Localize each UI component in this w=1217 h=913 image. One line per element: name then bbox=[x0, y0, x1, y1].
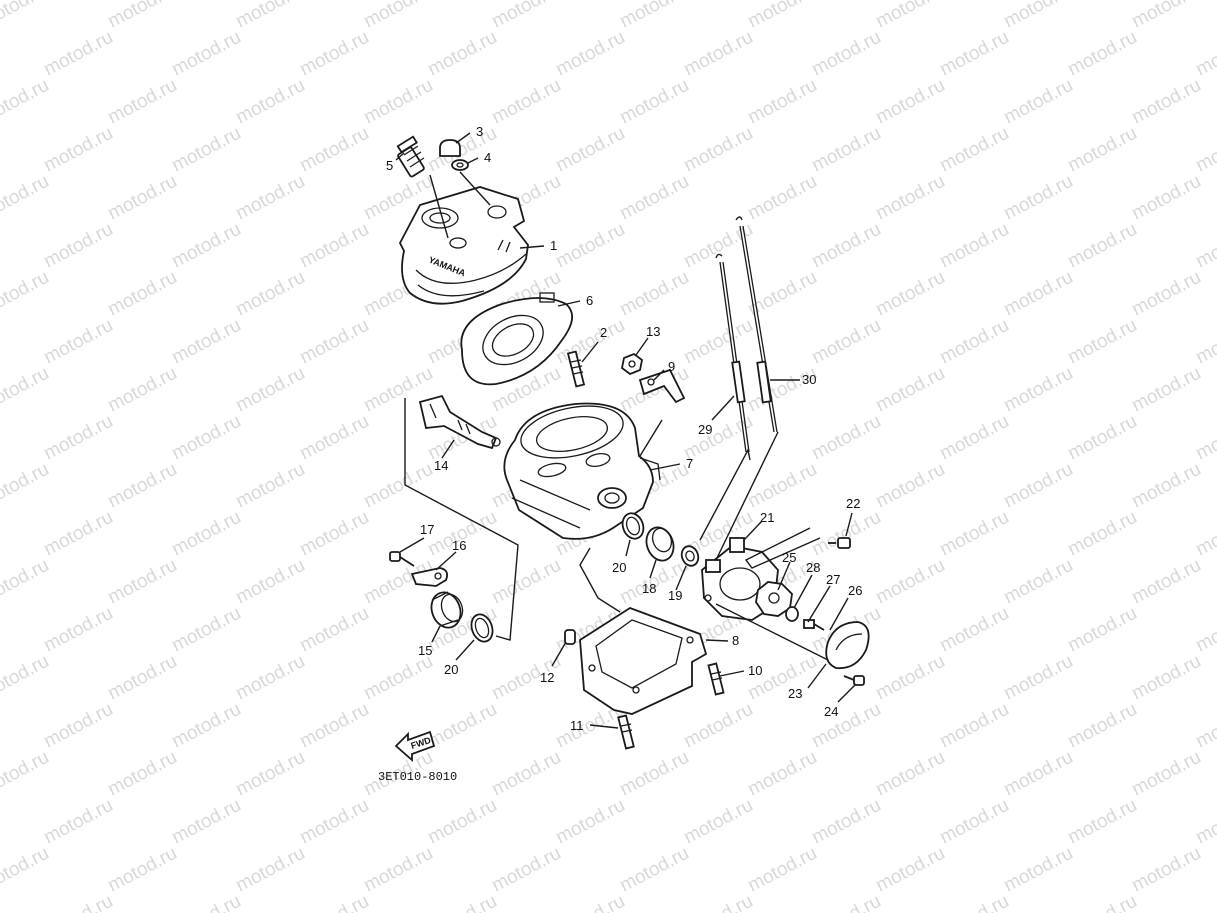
callout-9: 9 bbox=[668, 359, 675, 374]
joint-15-part bbox=[430, 591, 464, 629]
stud-10-part bbox=[707, 662, 725, 696]
washer-28-part bbox=[785, 606, 799, 622]
cylinder-head-part: YAMAHA bbox=[398, 186, 529, 305]
stud-11-part bbox=[617, 714, 635, 750]
bolt-17-part bbox=[389, 551, 415, 567]
callout-20b: 20 bbox=[444, 662, 458, 677]
holder-part bbox=[410, 567, 449, 587]
dowel-pin-part bbox=[564, 629, 576, 645]
callout-19: 19 bbox=[668, 588, 682, 603]
spark-plug-part bbox=[396, 135, 425, 178]
leader-lines bbox=[395, 132, 857, 729]
callout-6: 6 bbox=[586, 293, 593, 308]
callout-30: 30 bbox=[802, 372, 816, 387]
o-ring-20a-part bbox=[621, 512, 645, 540]
cable-30-part bbox=[735, 216, 778, 433]
bolt-24-part bbox=[843, 675, 865, 686]
o-ring-20b-part bbox=[470, 613, 494, 643]
callout-8: 8 bbox=[732, 633, 739, 648]
head-gasket-part bbox=[460, 292, 573, 386]
callout-10: 10 bbox=[748, 663, 762, 678]
callout-1: 1 bbox=[550, 238, 557, 253]
cover-part bbox=[825, 621, 870, 670]
callout-14: 14 bbox=[434, 458, 448, 473]
callout-26: 26 bbox=[848, 583, 862, 598]
fwd-arrow: FWD bbox=[394, 730, 436, 762]
callout-13: 13 bbox=[646, 324, 660, 339]
joint-18-part bbox=[645, 526, 675, 562]
bracket-part bbox=[638, 368, 686, 404]
callout-15: 15 bbox=[418, 643, 432, 658]
callout-2: 2 bbox=[600, 325, 607, 340]
cylinder-part bbox=[503, 402, 661, 540]
callout-23: 23 bbox=[788, 686, 802, 701]
callout-25: 25 bbox=[782, 550, 796, 565]
bolt-22-part bbox=[828, 537, 851, 549]
callout-4: 4 bbox=[484, 150, 491, 165]
callout-24: 24 bbox=[824, 704, 838, 719]
cap-nut-part bbox=[439, 139, 461, 157]
base-gasket-part bbox=[579, 607, 708, 715]
nut-part bbox=[621, 352, 643, 376]
callout-21: 21 bbox=[760, 510, 774, 525]
callout-16: 16 bbox=[452, 538, 466, 553]
callout-27: 27 bbox=[826, 572, 840, 587]
callout-28: 28 bbox=[806, 560, 820, 575]
callout-22: 22 bbox=[846, 496, 860, 511]
callout-12: 12 bbox=[540, 670, 554, 685]
callout-5: 5 bbox=[386, 158, 393, 173]
washer-part bbox=[451, 159, 469, 171]
power-valve-part bbox=[418, 394, 501, 450]
callout-17: 17 bbox=[420, 522, 434, 537]
stud-bolt-part bbox=[566, 350, 586, 388]
washer-19-part bbox=[680, 545, 700, 567]
cable-29-part bbox=[715, 253, 750, 453]
diagram-code: 3ET010-8010 bbox=[378, 770, 457, 784]
callout-11: 11 bbox=[570, 718, 584, 733]
callout-labels: 1 2 3 4 5 6 7 8 9 10 11 12 13 14 15 16 1… bbox=[386, 124, 862, 733]
callout-18: 18 bbox=[642, 581, 656, 596]
callout-29: 29 bbox=[698, 422, 712, 437]
callout-3: 3 bbox=[476, 124, 483, 139]
callout-20a: 20 bbox=[612, 560, 626, 575]
callout-7: 7 bbox=[686, 456, 693, 471]
